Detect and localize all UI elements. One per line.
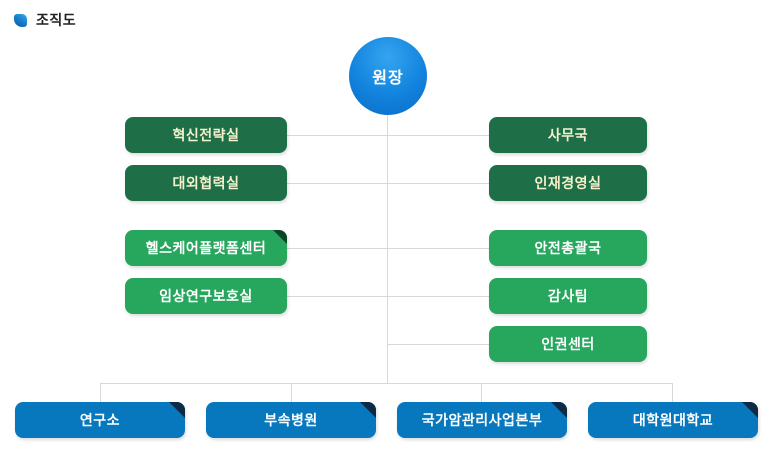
director-node: 원장 [349,37,427,115]
box-clinical-research-protection: 임상연구보호실 [125,278,287,314]
page-title: 조직도 [36,12,77,28]
bullet-icon [14,13,27,27]
corner-fold-icon [551,402,567,418]
connector-stub-3 [481,383,482,402]
connector-stub-2 [291,383,292,402]
connector-row-1 [287,135,489,136]
box-secretariat: 사무국 [489,117,647,153]
connector-row-5 [388,344,489,345]
corner-fold-icon [169,402,185,418]
corner-fold-icon [742,402,758,418]
box-talent-management: 인재경영실 [489,165,647,201]
box-affiliated-hospital: 부속병원 [206,402,376,438]
corner-fold-icon [360,402,376,418]
box-safety-bureau: 안전총괄국 [489,230,647,266]
connector-row-4 [287,296,489,297]
corner-fold-icon [273,230,287,244]
box-human-rights-center: 인권센터 [489,326,647,362]
box-innovation-strategy: 혁신전략실 [125,117,287,153]
connector-bottom-horizontal [100,383,673,384]
connector-stub-4 [672,383,673,402]
box-external-cooperation: 대외협력실 [125,165,287,201]
connector-row-3 [287,248,489,249]
box-healthcare-platform-center: 헬스케어플랫폼센터 [125,230,287,266]
director-label: 원장 [372,70,404,87]
connector-row-2 [287,183,489,184]
connector-stub-1 [100,383,101,402]
box-national-cancer-control: 국가암관리사업본부 [397,402,567,438]
box-audit-team: 감사팀 [489,278,647,314]
section-header: 조직도 [14,10,76,30]
box-graduate-school: 대학원대학교 [588,402,758,438]
box-research-institute: 연구소 [15,402,185,438]
